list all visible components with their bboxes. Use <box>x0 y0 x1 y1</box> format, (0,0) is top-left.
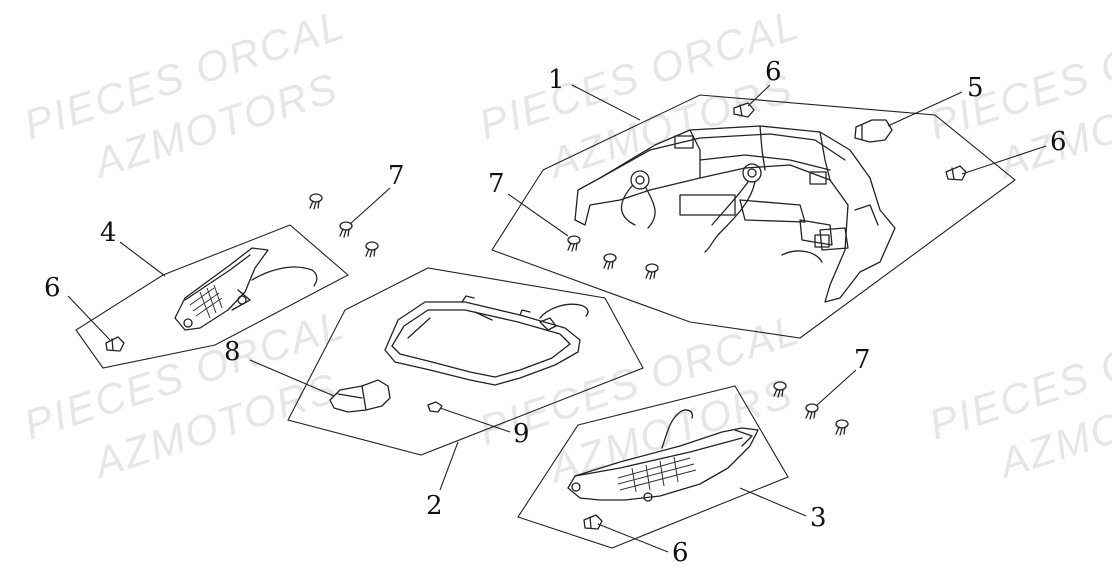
callout-7: 7 <box>388 161 405 191</box>
watermark-layer: PIECES ORCAL AZMOTORS PIECES ORCAL AZMOT… <box>18 1 1112 493</box>
part-6-bulb-top[interactable]: 6 <box>733 57 782 118</box>
part-6-bulb-bottom[interactable]: 6 <box>583 514 689 568</box>
callout-4: 4 <box>100 218 117 248</box>
callout-6: 6 <box>765 57 782 87</box>
leader-6-left <box>67 295 111 341</box>
screw-icon <box>309 193 323 210</box>
assembly-1-bracket[interactable]: 1 <box>491 65 1016 339</box>
callout-9: 9 <box>513 419 530 449</box>
screw-icon <box>365 241 379 258</box>
screw-icon <box>645 263 659 280</box>
leader-6-top <box>747 84 771 107</box>
screw-icon <box>339 221 353 238</box>
screw-icon <box>805 403 819 420</box>
callout-8: 8 <box>224 337 241 367</box>
lens-grid <box>189 284 223 319</box>
leader-6-bottom <box>597 523 669 553</box>
part-5-bulb[interactable]: 5 <box>854 73 984 143</box>
part-7-screws-center[interactable]: 7 <box>488 169 659 280</box>
callout-6: 6 <box>672 538 689 568</box>
leader-7-right <box>815 369 857 407</box>
callout-7: 7 <box>488 169 505 199</box>
part-8-bulb[interactable]: 8 <box>224 337 391 413</box>
part-7-screws-left[interactable]: 7 <box>309 161 405 258</box>
rear-bracket <box>574 125 896 303</box>
callout-3: 3 <box>810 503 827 533</box>
callout-6: 6 <box>44 273 61 303</box>
assembly-3-right-signal[interactable]: 3 <box>517 385 827 549</box>
callout-7: 7 <box>854 345 871 375</box>
callout-1: 1 <box>548 65 565 95</box>
part-7-screws-right[interactable]: 7 <box>773 345 871 436</box>
leader-4 <box>119 241 166 277</box>
assembly-2-frame <box>287 267 644 456</box>
leader-8 <box>249 359 335 397</box>
callout-6: 6 <box>1050 127 1067 157</box>
lens-grid <box>617 456 697 493</box>
callout-5: 5 <box>967 73 984 103</box>
assembly-1-frame <box>491 94 1016 339</box>
screw-icon <box>835 419 849 436</box>
screw-icon <box>603 253 617 270</box>
part-6-bulb-right[interactable]: 6 <box>945 127 1067 181</box>
part-9-bulb[interactable]: 9 <box>427 401 530 449</box>
assembly-4-left-signal[interactable]: 4 <box>75 218 349 369</box>
assembly-4-frame <box>75 224 349 369</box>
callout-2: 2 <box>426 491 443 521</box>
leader-5 <box>887 91 963 127</box>
assembly-2-headlight[interactable]: 2 <box>287 267 644 521</box>
part-6-bulb-left[interactable]: 6 <box>44 273 125 352</box>
leader-6-right <box>961 145 1047 175</box>
assembly-3-frame <box>517 385 789 549</box>
leader-3 <box>739 487 807 517</box>
leader-9 <box>439 407 511 433</box>
leader-1 <box>571 84 641 121</box>
leader-2 <box>439 441 459 491</box>
leader-7-center <box>507 193 569 237</box>
leader-7-left <box>349 187 391 225</box>
screw-icon <box>567 235 581 252</box>
screw-icon <box>773 381 787 398</box>
